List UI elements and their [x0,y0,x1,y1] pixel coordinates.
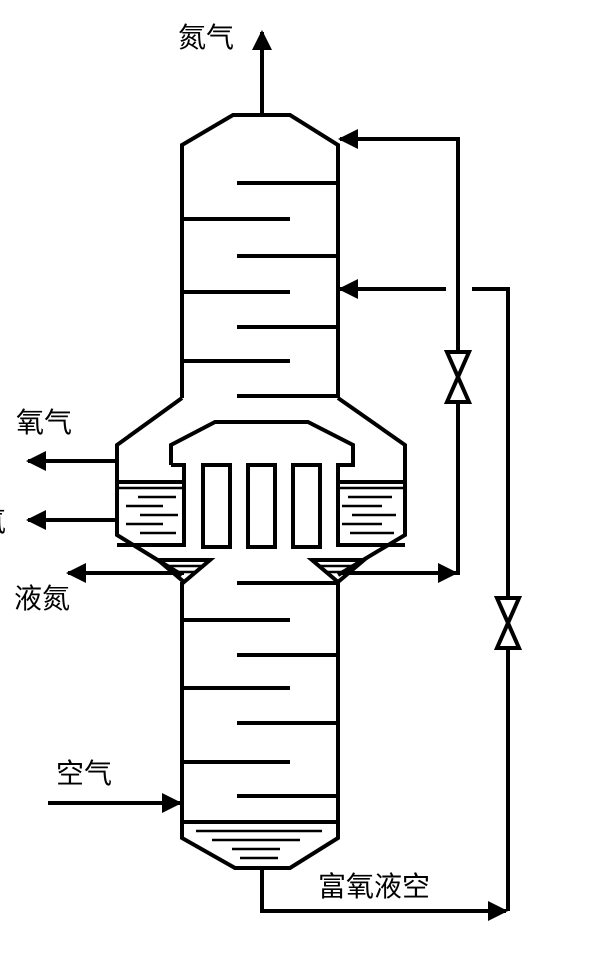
partial-left-label: 氧 [0,505,6,538]
oxygen-rich-liquid-air-line [260,279,510,921]
reflux-valve-icon [443,350,473,404]
liquid-nitrogen-reflux-line [338,129,460,583]
bottom-sump-liquid [182,820,338,860]
main-condenser-shell [115,396,407,577]
lower-column-trays [182,581,338,798]
left-liquid-oxygen-pool [117,480,186,547]
oxygen-rich-liquid-air-label: 富氧液空 [318,870,430,903]
condenser-tube [291,463,322,549]
condenser-dome [169,420,355,482]
condenser-tube [246,463,277,549]
oxygen-label: 氧气 [16,406,72,439]
right-liquid-oxygen-pool [336,480,405,547]
condenser-tubes [201,463,322,549]
condenser-tube [201,463,232,549]
air-label: 空气 [56,757,112,790]
liquid-nitrogen-label: 液氮 [14,582,70,615]
nitrogen-label: 氮气 [178,21,234,54]
liquid-air-valve-icon [493,596,523,650]
upper-column-trays [182,181,338,398]
